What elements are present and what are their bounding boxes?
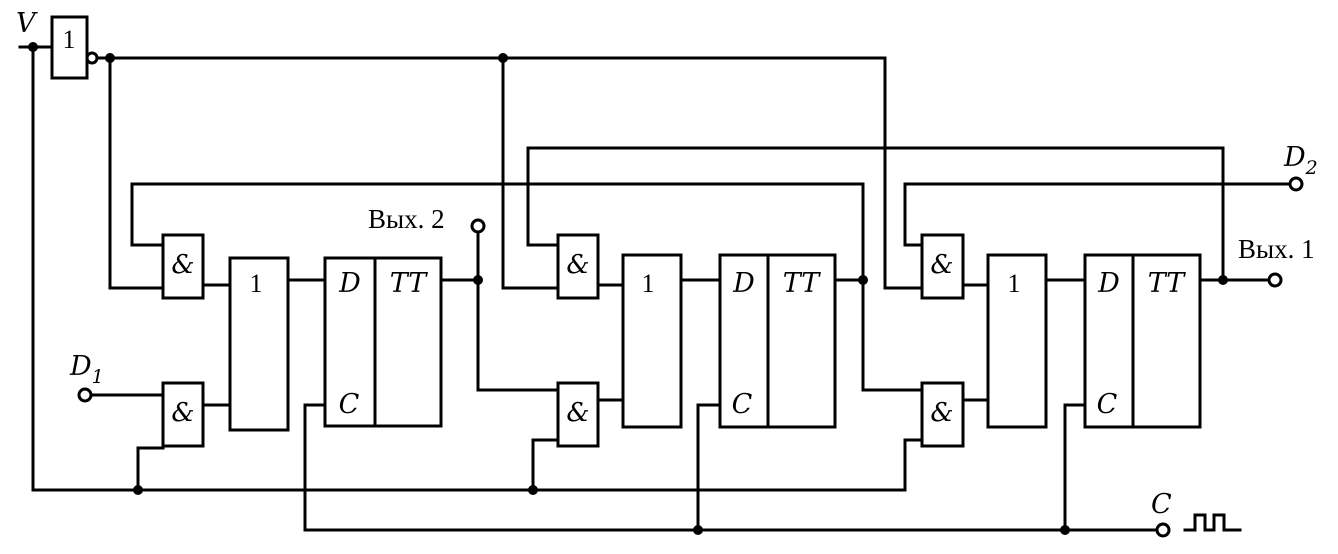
ff1-d-pin: D bbox=[338, 268, 361, 299]
svg-text:&: & bbox=[171, 398, 194, 428]
and-gate-2a bbox=[556, 233, 600, 300]
stage-3: & & 1 D C TT bbox=[920, 233, 1202, 448]
clock-terminal bbox=[1155, 522, 1171, 538]
svg-text:1: 1 bbox=[250, 269, 263, 298]
svg-text:1: 1 bbox=[642, 269, 655, 298]
junction-q2 bbox=[858, 275, 868, 285]
labels: V D1 D2 C Вых. 2 Вых. 1 bbox=[16, 8, 1318, 520]
out2-terminal bbox=[470, 218, 486, 234]
and-gate-3a bbox=[920, 233, 965, 300]
svg-text:&: & bbox=[566, 398, 589, 428]
or-gate-1 bbox=[228, 256, 290, 432]
junction-q1 bbox=[473, 275, 483, 285]
and-gate-1a bbox=[161, 233, 205, 300]
stage-1: & & 1 D C TT bbox=[161, 233, 443, 448]
flipflop-3 bbox=[1083, 253, 1202, 429]
or-gate-2 bbox=[621, 253, 683, 429]
d1-terminal bbox=[77, 387, 93, 403]
ff3-c-pin: C bbox=[1097, 389, 1118, 420]
d2-terminal bbox=[1288, 176, 1304, 192]
d2-label: D2 bbox=[1283, 142, 1318, 179]
and-gate-2b bbox=[556, 381, 600, 448]
inverter: 1 bbox=[50, 15, 99, 80]
svg-text:&: & bbox=[930, 250, 953, 280]
ff3-type: TT bbox=[1148, 268, 1187, 299]
junction-v-bus-2 bbox=[528, 485, 538, 495]
junction-v bbox=[28, 42, 38, 52]
ff1-c-pin: C bbox=[339, 389, 360, 420]
out1-terminal bbox=[1267, 272, 1283, 288]
and-gate-3b bbox=[920, 381, 965, 448]
svg-text:&: & bbox=[171, 250, 194, 280]
ff2-d-pin: D bbox=[732, 268, 755, 299]
wires bbox=[18, 45, 1292, 532]
ff1-type: TT bbox=[390, 268, 429, 299]
junctions bbox=[28, 42, 1228, 535]
junction-nv-2 bbox=[498, 53, 508, 63]
junction-clk-2 bbox=[1060, 525, 1070, 535]
and-gate-1b bbox=[161, 381, 205, 448]
or-gate-3 bbox=[986, 253, 1048, 429]
clock-label: C bbox=[1151, 489, 1172, 520]
d1-label: D1 bbox=[69, 351, 104, 388]
junction-clk-1 bbox=[693, 525, 703, 535]
ff2-type: TT bbox=[783, 268, 822, 299]
clock-pulse-icon bbox=[1183, 513, 1242, 532]
flipflop-1 bbox=[323, 256, 443, 428]
junction-nv-1 bbox=[105, 53, 115, 63]
v-label: V bbox=[16, 8, 38, 39]
svg-text:1: 1 bbox=[1008, 269, 1021, 298]
junction-v-bus-1 bbox=[133, 485, 143, 495]
flipflop-2 bbox=[718, 253, 837, 429]
terminals bbox=[77, 176, 1304, 538]
svg-text:&: & bbox=[566, 250, 589, 280]
ff2-c-pin: C bbox=[732, 389, 753, 420]
inverter-symbol: 1 bbox=[63, 25, 76, 54]
out2-label: Вых. 2 bbox=[368, 204, 445, 234]
out1-label: Вых. 1 bbox=[1238, 234, 1315, 264]
svg-text:&: & bbox=[930, 398, 953, 428]
stage-2: & & 1 D C TT bbox=[556, 233, 837, 448]
junction-q3 bbox=[1218, 275, 1228, 285]
ff3-d-pin: D bbox=[1097, 268, 1120, 299]
inverter-bubble bbox=[85, 51, 99, 65]
